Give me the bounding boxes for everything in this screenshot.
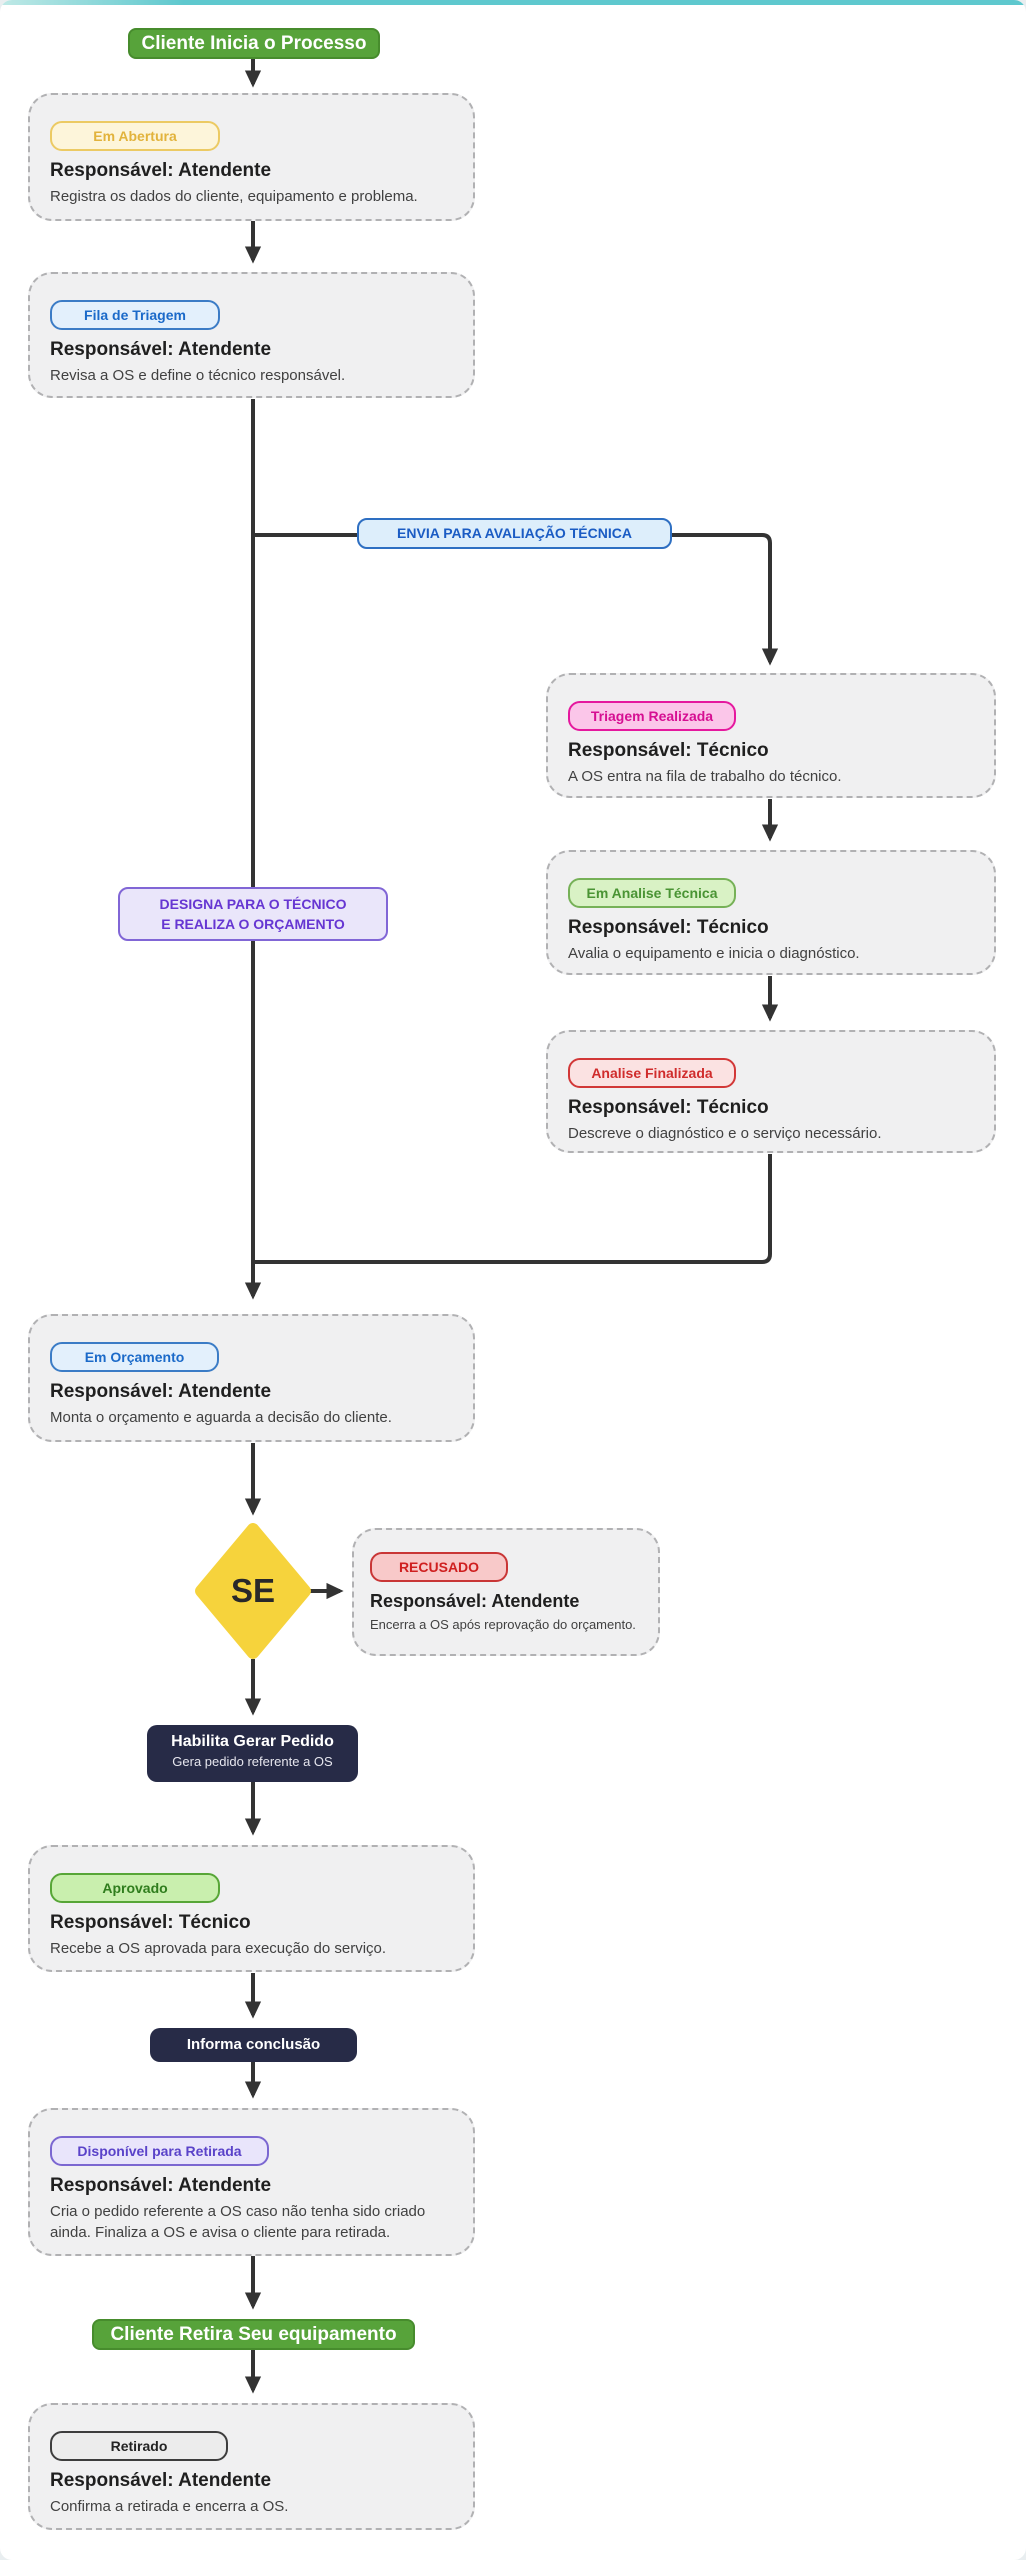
status-badge: RECUSADO (370, 1552, 508, 1582)
responsible-title: Responsável: Atendente (50, 2470, 272, 2491)
step-description: Monta o orçamento e aguarda a decisão do… (50, 1409, 392, 1426)
edge-label-envia-avaliacao: ENVIA PARA AVALIAÇÃO TÉCNICA (357, 518, 672, 549)
step-description: Recebe a OS aprovada para execução do se… (50, 1940, 387, 1957)
step-description: Revisa a OS e define o técnico responsáv… (50, 367, 346, 384)
responsible-title: Responsável: Técnico (568, 1097, 769, 1118)
responsible-title: Responsável: Atendente (50, 339, 272, 360)
state-box-analise-finalizada: Analise Finalizada Responsável: Técnico … (546, 1030, 996, 1153)
status-badge: Em Abertura (50, 121, 220, 151)
state-box-disponivel-para-retirada: Disponível para Retirada Responsável: At… (28, 2108, 475, 2256)
state-box-em-analise-tecnica: Em Analise Técnica Responsável: Técnico … (546, 850, 996, 975)
responsible-title: Responsável: Técnico (568, 917, 769, 938)
action-box-informa-conclusao: Informa conclusão (150, 2028, 357, 2062)
responsible-title: Responsável: Atendente (50, 2175, 272, 2196)
edge-label-designa-tecnico: DESIGNA PARA O TÉCNICO E REALIZA O ORÇAM… (118, 887, 388, 941)
responsible-title: Responsável: Técnico (568, 740, 769, 761)
state-box-em-abertura: Em Abertura Responsável: Atendente Regis… (28, 93, 475, 221)
status-badge: Fila de Triagem (50, 300, 220, 330)
state-box-fila-de-triagem: Fila de Triagem Responsável: Atendente R… (28, 272, 475, 398)
responsible-title: Responsável: Atendente (50, 1381, 272, 1402)
step-description: Cria o pedido referente a OS caso não te… (50, 2203, 426, 2241)
action-subtitle: Gera pedido referente a OS (172, 1754, 333, 1769)
edge-label-line1: DESIGNA PARA O TÉCNICO (159, 896, 347, 912)
status-badge: Disponível para Retirada (50, 2136, 269, 2166)
end-node-cliente-retira: Cliente Retira Seu equipamento (92, 2319, 415, 2350)
status-badge: Aprovado (50, 1873, 220, 1903)
step-description: Descreve o diagnóstico e o serviço neces… (568, 1125, 882, 1142)
step-description: Avalia o equipamento e inicia o diagnóst… (568, 945, 860, 962)
action-title: Habilita Gerar Pedido (171, 1733, 334, 1750)
responsible-title: Responsável: Técnico (50, 1912, 251, 1933)
decision-diamond-se: SE (195, 1523, 311, 1659)
step-description: Registra os dados do cliente, equipament… (50, 188, 418, 205)
state-box-triagem-realizada: Triagem Realizada Responsável: Técnico A… (546, 673, 996, 798)
status-badge: Analise Finalizada (568, 1058, 736, 1088)
edge-label-line2: E REALIZA O ORÇAMENTO (161, 915, 345, 932)
state-box-em-orcamento: Em Orçamento Responsável: Atendente Mont… (28, 1314, 475, 1442)
status-badge: Triagem Realizada (568, 701, 736, 731)
step-description: Encerra a OS após reprovação do orçament… (370, 1617, 636, 1632)
state-box-aprovado: Aprovado Responsável: Técnico Recebe a O… (28, 1845, 475, 1972)
action-box-habilita-gerar-pedido: Habilita Gerar Pedido Gera pedido refere… (147, 1725, 358, 1782)
status-badge: Em Orçamento (50, 1342, 219, 1372)
decision-label: SE (230, 1572, 276, 1609)
diamond-shape (195, 1523, 311, 1659)
start-node: Cliente Inicia o Processo (128, 28, 380, 59)
step-description: Confirma a retirada e encerra a OS. (50, 2498, 289, 2515)
responsible-title: Responsável: Atendente (50, 160, 272, 181)
state-box-retirado: Retirado Responsável: Atendente Confirma… (28, 2403, 475, 2530)
responsible-title: Responsável: Atendente (370, 1591, 580, 1611)
top-accent-bar (0, 0, 1026, 5)
step-description: A OS entra na fila de trabalho do técnic… (568, 768, 842, 785)
state-box-recusado: RECUSADO Responsável: Atendente Encerra … (352, 1528, 660, 1656)
status-badge: Em Analise Técnica (568, 878, 736, 908)
status-badge: Retirado (50, 2431, 228, 2461)
